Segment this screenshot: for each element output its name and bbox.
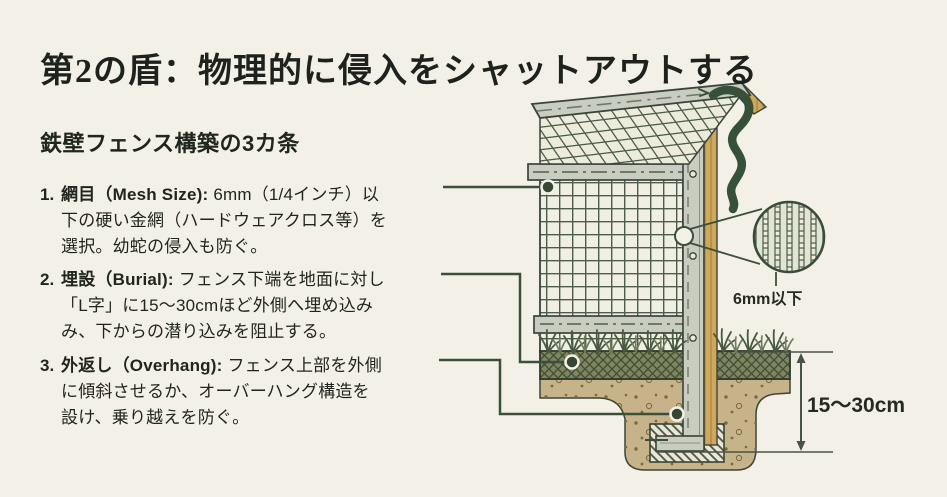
fence-bottom-rail <box>533 315 695 334</box>
rule-item-burial: 2. 埋設（Burial):フェンス下端を地面に対し 「L字」に15〜30cmほ… <box>40 267 518 345</box>
page-title: 第2の盾：物理的に侵入をシャットアウトする <box>40 52 758 90</box>
rule-term: 埋設（Burial): <box>61 270 174 289</box>
rule-line: 「L字」に15〜30cmほど外側へ埋め込み <box>61 296 374 315</box>
rule-text: 6mm（1/4インチ）以 <box>213 185 380 204</box>
fence-mid-rail <box>527 163 693 181</box>
callout-line-burial <box>441 272 580 370</box>
depth-dimension-arrow <box>658 351 833 453</box>
rule-line: み、下からの潜り込みを阻止する。 <box>61 322 337 341</box>
rule-line: 網目（Mesh Size):6mm（1/4インチ）以 <box>61 182 518 208</box>
rule-number: 2. <box>40 270 55 289</box>
fence-overhang <box>530 81 768 165</box>
ground-topsoil <box>539 350 791 380</box>
rule-term: 外返し（Overhang): <box>61 356 223 375</box>
rule-number: 1. <box>40 185 55 204</box>
rule-list: 1. 網目（Mesh Size):6mm（1/4インチ）以 下の硬い金網（ハード… <box>40 182 518 431</box>
rule-line: 外返し（Overhang):フェンス上部を外側 <box>61 353 518 379</box>
mesh-magnifier <box>674 200 826 286</box>
rules-panel: 鉄壁フェンス構築の3カ条 1. 網目（Mesh Size):6mm（1/4インチ… <box>40 126 518 438</box>
burial-depth-label: 15〜30cm <box>807 394 906 417</box>
mesh-size-label: 6mm以下 <box>733 291 803 308</box>
snake-icon <box>698 85 754 214</box>
fence-post <box>655 105 718 452</box>
rule-line: 設け、乗り越えを防ぐ。 <box>61 408 250 427</box>
rule-line: 下の硬い金網（ハードウェアクロス等）を <box>61 211 387 230</box>
panel-heading: 鉄壁フェンス構築の3カ条 <box>40 131 300 156</box>
rule-line: 選択。幼蛇の侵入も防ぐ。 <box>61 237 268 256</box>
rule-term: 網目（Mesh Size): <box>61 185 209 204</box>
rule-text: フェンス下端を地面に対し <box>178 270 385 289</box>
callout-line-mesh <box>443 179 556 195</box>
rule-item-mesh: 1. 網目（Mesh Size):6mm（1/4インチ）以 下の硬い金網（ハード… <box>40 182 518 260</box>
rule-item-overhang: 3. 外返し（Overhang):フェンス上部を外側 に傾斜させるか、オーバーハ… <box>40 353 518 431</box>
rule-line: に傾斜させるか、オーバーハング構造を <box>61 382 370 401</box>
rule-line: 埋設（Burial):フェンス下端を地面に対し <box>61 267 518 293</box>
rule-text: フェンス上部を外側 <box>227 356 382 375</box>
rule-number: 3. <box>40 356 55 375</box>
callout-line-overhang <box>439 358 685 422</box>
